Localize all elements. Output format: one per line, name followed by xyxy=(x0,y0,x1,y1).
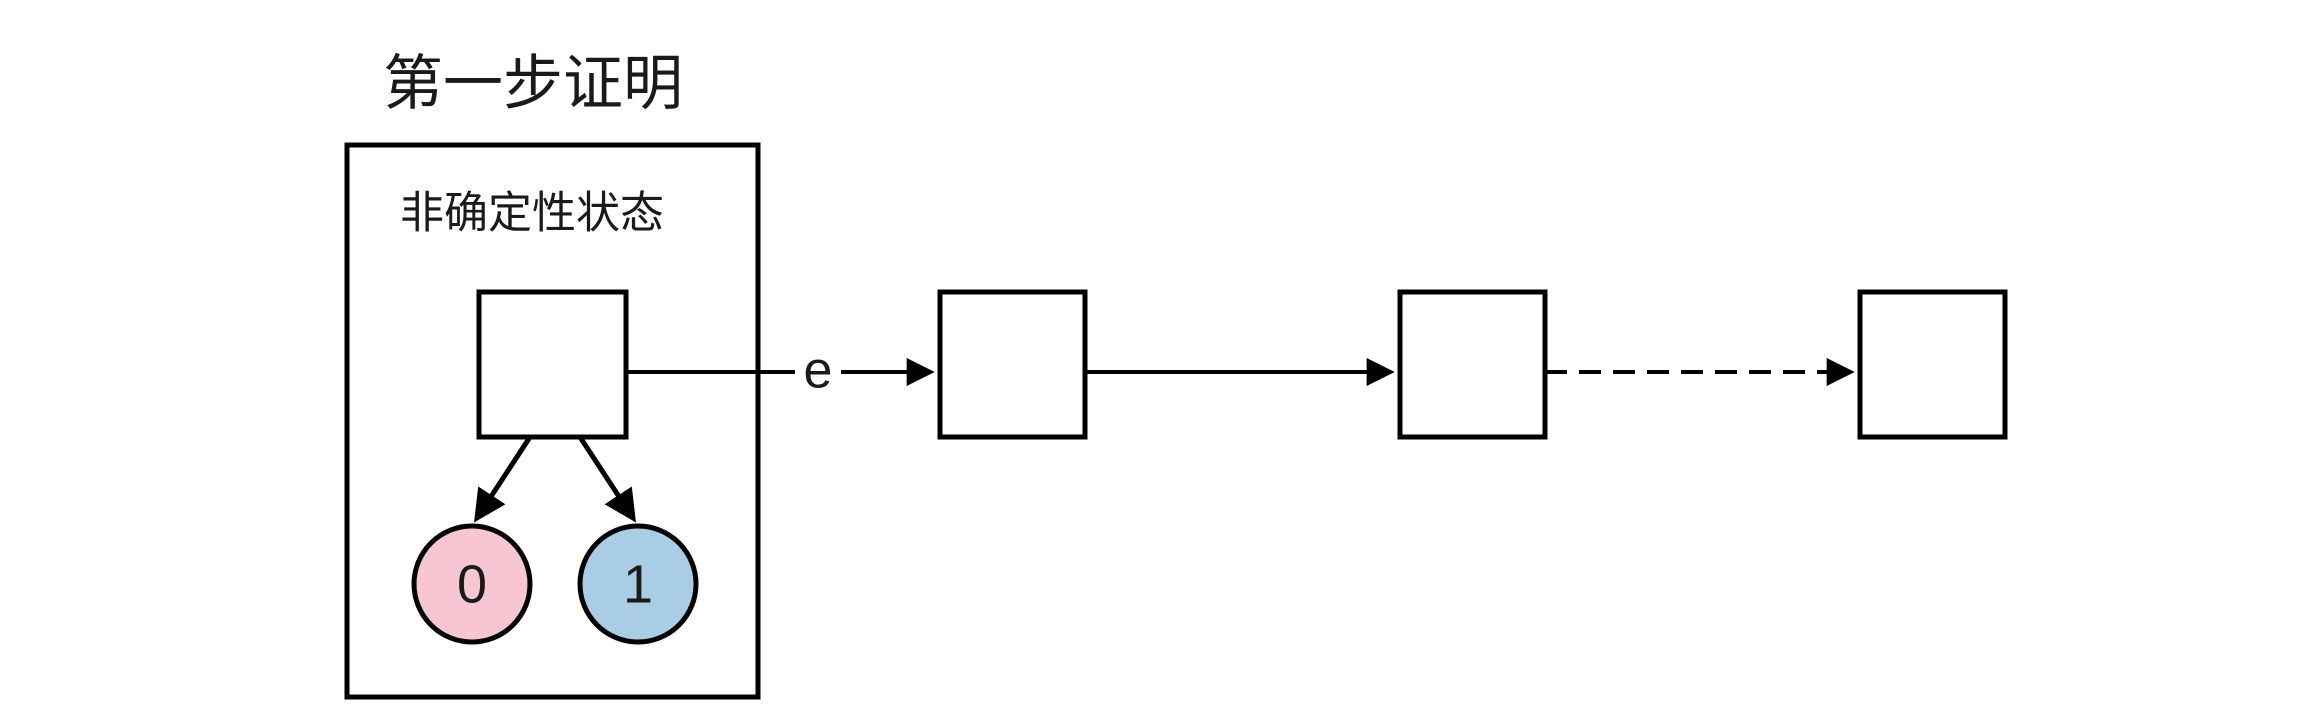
branch-to-one xyxy=(577,435,636,523)
page-title: 第一步证明 xyxy=(383,50,683,117)
outcome-zero-circle[interactable] xyxy=(411,523,533,645)
group-label: 非确定性状态 xyxy=(400,189,664,238)
box-4[interactable] xyxy=(1857,289,2008,440)
outcome-one-label: 1 xyxy=(623,554,653,614)
edge-label-backdrop xyxy=(795,345,841,399)
outcome-zero-label: 0 xyxy=(457,554,487,614)
branch-to-zero xyxy=(474,435,533,523)
edge-label-e: e xyxy=(804,342,833,400)
outcome-one-circle[interactable] xyxy=(577,523,699,645)
box-3[interactable] xyxy=(1397,289,1548,440)
box-1[interactable] xyxy=(476,289,629,440)
box-2[interactable] xyxy=(937,289,1088,440)
